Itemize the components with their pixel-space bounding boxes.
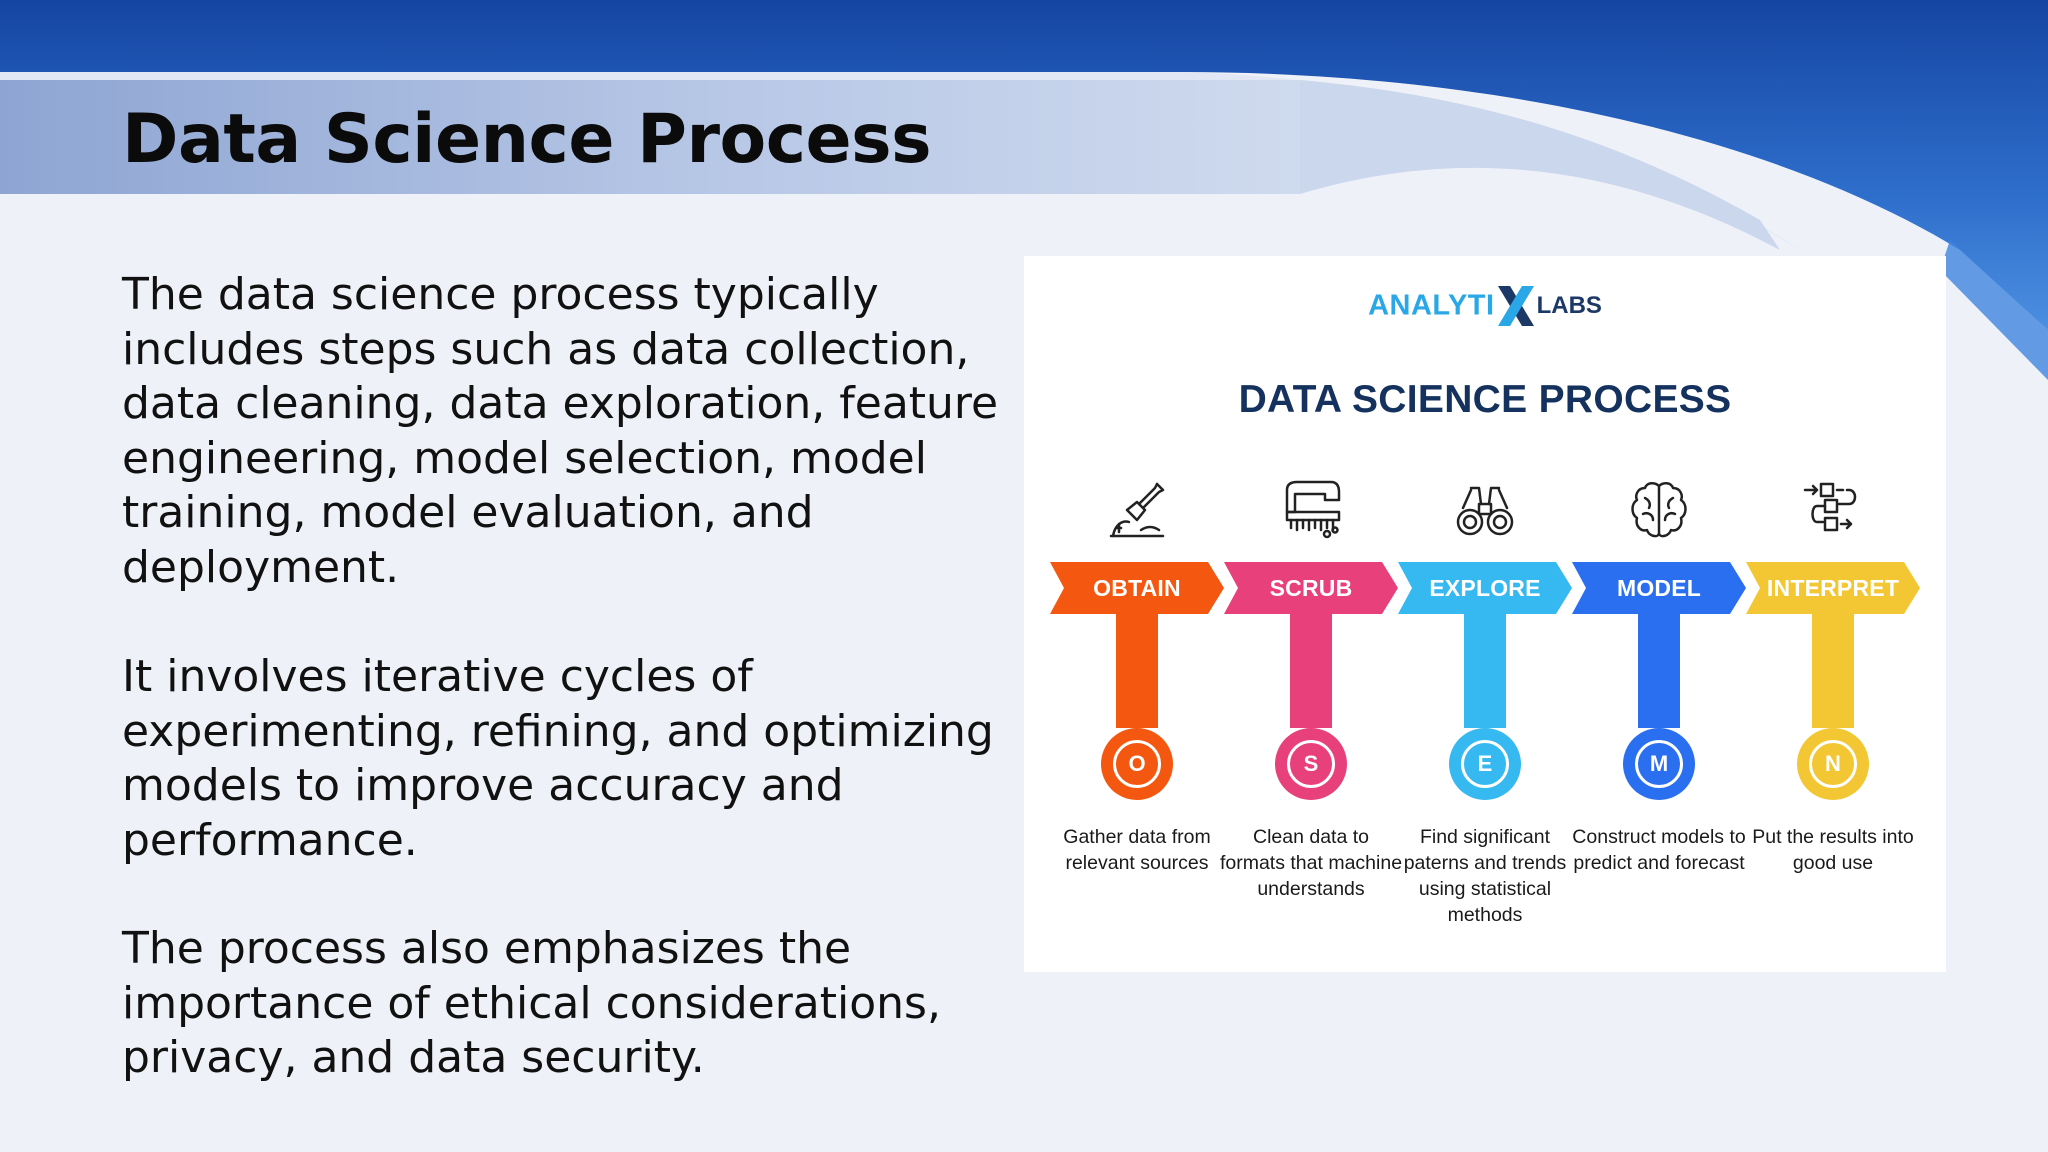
step-label: EXPLORE: [1429, 575, 1541, 601]
step-stem: [1290, 612, 1332, 728]
step-letter: M: [1635, 740, 1683, 788]
step-stem: [1638, 612, 1680, 728]
slide-title: Data Science Process: [122, 100, 932, 179]
step-description: Construct models to predict and forecast: [1572, 826, 1746, 874]
step-arrow: SCRUB: [1224, 562, 1398, 614]
body-paragraph-2: It involves iterative cycles of experime…: [122, 651, 994, 866]
logo-x-icon: [1496, 284, 1536, 328]
scrub-brush-icon: [1281, 480, 1341, 540]
shovel-icon: [1107, 480, 1167, 540]
step-letter: E: [1461, 740, 1509, 788]
step-letter: N: [1809, 740, 1857, 788]
logo-text-part1: ANALYTI: [1368, 289, 1495, 322]
arrow-shape: [1224, 562, 1398, 614]
flowchart-icon: [1803, 480, 1863, 540]
step-model: MODEL M Construct models to predict and …: [1572, 256, 1746, 972]
step-explore: EXPLORE E Find significant paterns and t…: [1398, 256, 1572, 972]
body-paragraph-3: The process also emphasizes the importan…: [122, 923, 941, 1083]
step-description: Gather data from relevant sources: [1063, 826, 1211, 874]
logo-text-part2: LABS: [1536, 292, 1602, 319]
arrow-shape: [1572, 562, 1746, 614]
step-description: Find significant paterns and trends usin…: [1403, 826, 1567, 926]
step-arrow: MODEL: [1572, 562, 1746, 614]
step-letter: S: [1287, 740, 1335, 788]
analytixlabs-logo: ANALYTI LABS: [1024, 284, 1946, 328]
step-label: INTERPRET: [1766, 575, 1900, 601]
step-circle: E: [1449, 728, 1521, 800]
step-letter: O: [1113, 740, 1161, 788]
body-paragraph-1: The data science process typically inclu…: [122, 269, 999, 593]
step-stem: [1464, 612, 1506, 728]
arrow-shape: [1398, 562, 1572, 614]
step-arrow: EXPLORE: [1398, 562, 1572, 614]
step-arrow: INTERPRET: [1746, 562, 1920, 614]
step-scrub: SCRUB S Clean data to formats that machi…: [1220, 256, 1402, 972]
arrow-shape: [1050, 562, 1224, 614]
step-label: MODEL: [1616, 575, 1702, 601]
step-circle: M: [1623, 728, 1695, 800]
step-circle: N: [1797, 728, 1869, 800]
step-circle: S: [1275, 728, 1347, 800]
step-stem: [1812, 612, 1854, 728]
step-arrow: OBTAIN: [1050, 562, 1224, 614]
process-diagram: ANALYTI LABS DATA SCIENCE PROCESS OBTAIN …: [1024, 256, 1946, 972]
step-circle: O: [1101, 728, 1173, 800]
step-stem: [1116, 612, 1158, 728]
step-description: Clean data to formats that machine under…: [1219, 826, 1403, 900]
step-description: Put the results into good use: [1752, 826, 1914, 874]
brain-icon: [1629, 480, 1689, 540]
binoculars-icon: [1455, 480, 1515, 540]
diagram-title: DATA SCIENCE PROCESS: [1238, 378, 1732, 421]
step-interpret: INTERPRET N Put the results into good us…: [1746, 256, 1920, 972]
step-obtain: OBTAIN O Gather data from relevant sourc…: [1050, 256, 1224, 972]
step-label: SCRUB: [1269, 575, 1353, 601]
arrow-shape: [1746, 562, 1920, 614]
step-label: OBTAIN: [1093, 575, 1181, 601]
